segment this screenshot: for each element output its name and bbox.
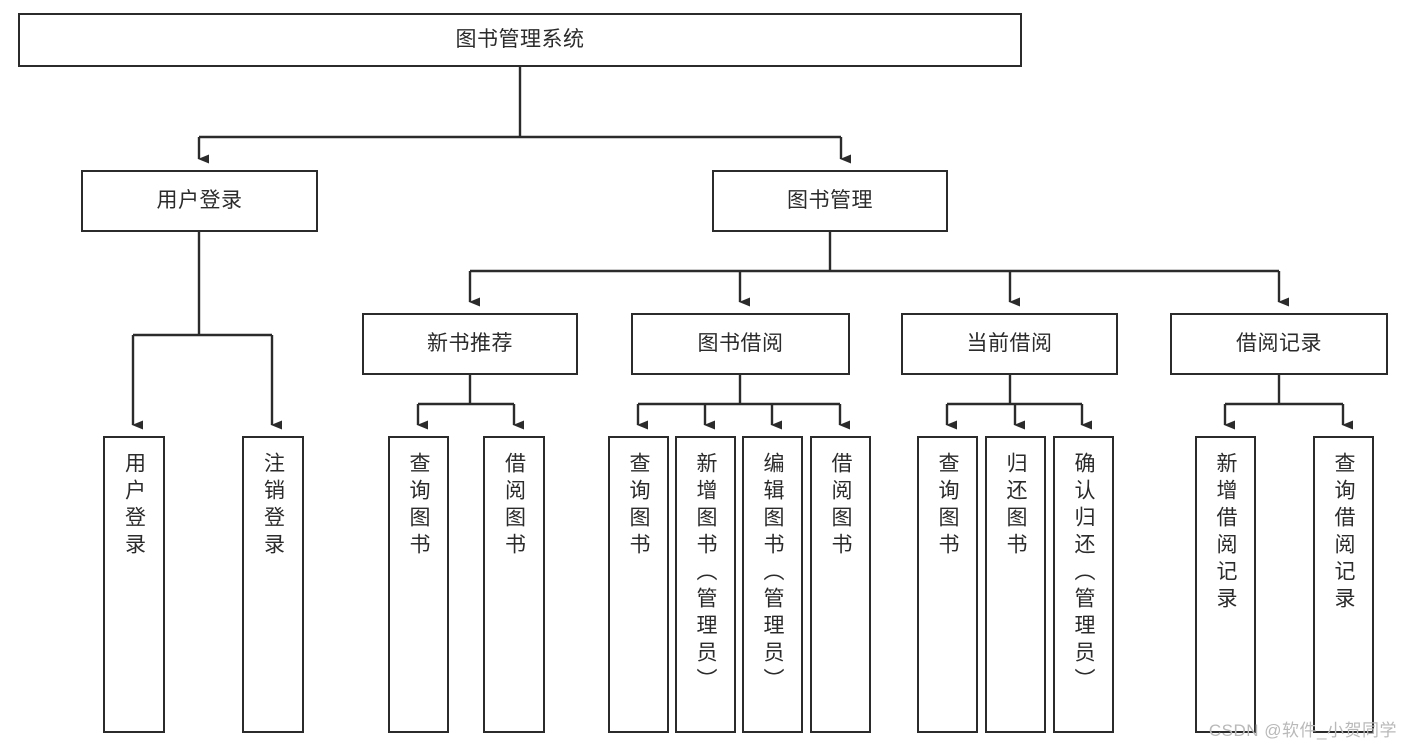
node-label: 借阅图书 — [502, 452, 526, 560]
csdn-watermark: CSDN @软件_小贺同学 — [1208, 721, 1397, 740]
leaf-book-borrow-query[interactable]: 查询图书 — [608, 436, 669, 733]
node-label: 借阅图书 — [829, 452, 852, 560]
edges-userlogin-to-leaves — [131, 232, 282, 430]
node-label: 查询图书 — [407, 452, 430, 560]
node-label: 图书管理 — [787, 188, 873, 212]
edges-currentborrow-to-leaves — [945, 375, 1092, 430]
leaf-current-borrow-return[interactable]: 归还图书 — [985, 436, 1046, 733]
leaf-borrow-record-query[interactable]: 查询借阅记录 — [1313, 436, 1374, 733]
node-book-management[interactable]: 图书管理 — [712, 170, 948, 232]
leaf-current-borrow-confirm-admin[interactable]: 确认归还（管理员） — [1053, 436, 1114, 733]
node-label: 查询图书 — [627, 452, 650, 560]
node-label: 当前借阅 — [966, 331, 1053, 355]
leaf-book-borrow-add-admin[interactable]: 新增图书（管理员） — [675, 436, 736, 733]
node-borrow-record[interactable]: 借阅记录 — [1170, 313, 1388, 375]
leaf-book-borrow-borrow[interactable]: 借阅图书 — [810, 436, 871, 733]
node-label: 用户登录 — [156, 188, 243, 212]
node-book-borrow[interactable]: 图书借阅 — [631, 313, 850, 375]
node-label: 新书推荐 — [427, 331, 513, 355]
node-label: 用户登录 — [122, 452, 146, 560]
node-current-borrow[interactable]: 当前借阅 — [901, 313, 1118, 375]
node-label: 注销登录 — [261, 452, 285, 560]
node-label: 图书管理系统 — [455, 27, 585, 51]
leaf-user-login-signout[interactable]: 注销登录 — [242, 436, 304, 733]
node-label: 编辑图书（管理员） — [761, 452, 784, 695]
node-label: 图书借阅 — [697, 331, 784, 355]
node-label: 新增借阅记录 — [1214, 452, 1237, 614]
edges-bookmgmt-to-level3 — [468, 232, 1289, 307]
leaf-new-book-borrow[interactable]: 借阅图书 — [483, 436, 545, 733]
leaf-new-book-query[interactable]: 查询图书 — [388, 436, 449, 733]
edges-borrowrecord-to-leaves — [1223, 375, 1353, 430]
node-label: 借阅记录 — [1236, 331, 1322, 355]
node-user-login[interactable]: 用户登录 — [81, 170, 318, 232]
node-label: 确认归还（管理员） — [1072, 452, 1095, 695]
node-label: 归还图书 — [1004, 452, 1027, 560]
leaf-user-login-signin[interactable]: 用户登录 — [103, 436, 165, 733]
node-root-book-management-system[interactable]: 图书管理系统 — [18, 13, 1022, 67]
edges-bookborrow-to-leaves — [636, 375, 850, 430]
edges-newbook-to-leaves — [416, 375, 524, 430]
node-label: 新增图书（管理员） — [694, 452, 717, 695]
leaf-borrow-record-add[interactable]: 新增借阅记录 — [1195, 436, 1256, 733]
node-label: 查询图书 — [936, 452, 959, 560]
leaf-book-borrow-edit-admin[interactable]: 编辑图书（管理员） — [742, 436, 803, 733]
node-label: 查询借阅记录 — [1332, 452, 1355, 614]
leaf-current-borrow-query[interactable]: 查询图书 — [917, 436, 978, 733]
node-new-book-recommend[interactable]: 新书推荐 — [362, 313, 578, 375]
edges-root-to-level2 — [197, 67, 851, 164]
